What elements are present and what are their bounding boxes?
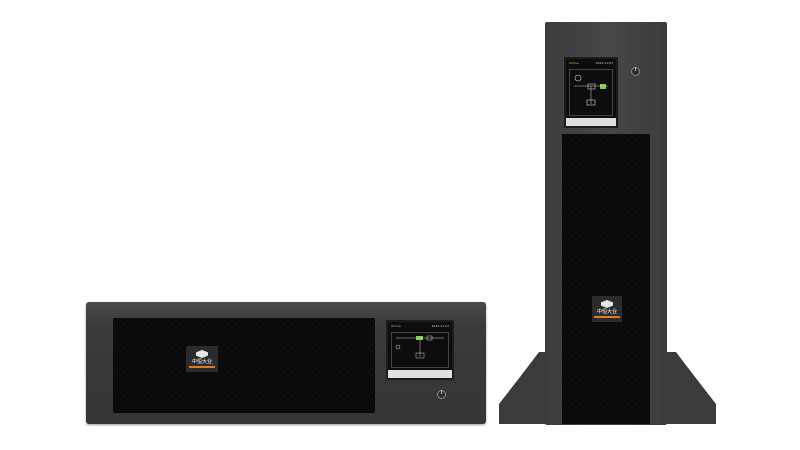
logo-accent-strip [594, 316, 620, 318]
rack-brand-logo: 中恒大业 [186, 346, 218, 372]
rack-screen-flow-diagram [395, 335, 444, 359]
logo-text: 中恒大业 [191, 359, 212, 365]
logo-accent-strip [189, 366, 215, 368]
tower-vent-grille [562, 134, 650, 424]
rack-lcd-screen[interactable]: Online 2023-11-07 [386, 320, 454, 380]
rack-screen-menu-bar [388, 370, 452, 378]
tower-screen-menu-bar [566, 118, 616, 126]
tower-lcd-screen[interactable]: Online 2023-11-07 [564, 57, 618, 128]
logo-icon [601, 300, 613, 308]
rack-power-button[interactable] [437, 390, 446, 399]
logo-text: 中恒大业 [596, 309, 617, 315]
tower-screen-diagram [569, 69, 613, 116]
rack-screen-date: 2023-11-07 [431, 324, 449, 328]
rack-screen-status: Online [391, 324, 401, 328]
rack-screen-diagram [391, 332, 449, 368]
tower-screen-flow-diagram [574, 74, 608, 106]
rack-vent-grille [113, 318, 375, 413]
tower-power-button[interactable] [631, 67, 640, 76]
tower-brand-logo: 中恒大业 [592, 296, 622, 322]
tower-screen-status: Online [569, 61, 579, 65]
logo-icon [196, 350, 208, 358]
tower-screen-date: 2023-11-07 [595, 61, 613, 65]
